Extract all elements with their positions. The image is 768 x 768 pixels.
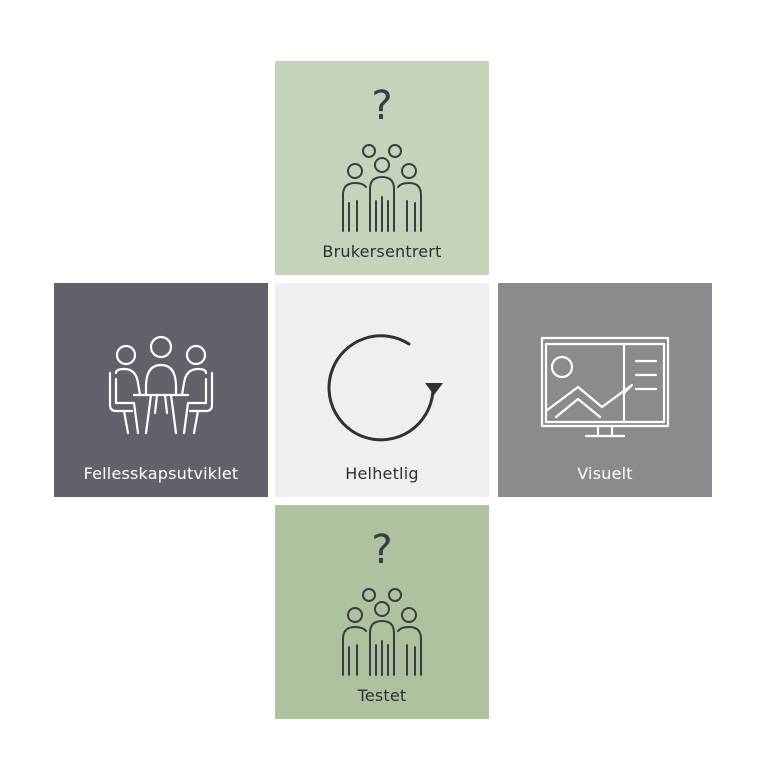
svg-text:?: ? <box>371 527 392 573</box>
tile-testet: ? Testet <box>275 505 489 719</box>
meeting-table-icon <box>108 335 214 435</box>
monitor-image-icon <box>540 336 670 438</box>
tile-label: Visuelt <box>577 464 633 483</box>
tile-brukersentrert: ? Brukersentrert <box>275 61 489 275</box>
tile-label: Fellesskapsutviklet <box>83 464 239 483</box>
tile-helhetlig: Helhetlig <box>275 283 489 497</box>
tile-label: Helhetlig <box>345 464 419 483</box>
tile-label: Testet <box>357 686 407 705</box>
circular-arrow-icon <box>327 334 443 442</box>
group-question-icon: ? <box>342 83 422 232</box>
tile-visuelt: Visuelt <box>498 283 712 497</box>
group-question-icon: ? <box>342 527 422 676</box>
svg-text:?: ? <box>371 83 392 129</box>
tile-label: Brukersentrert <box>322 242 442 261</box>
tile-fellesskapsutviklet: Fellesskapsutviklet <box>54 283 268 497</box>
